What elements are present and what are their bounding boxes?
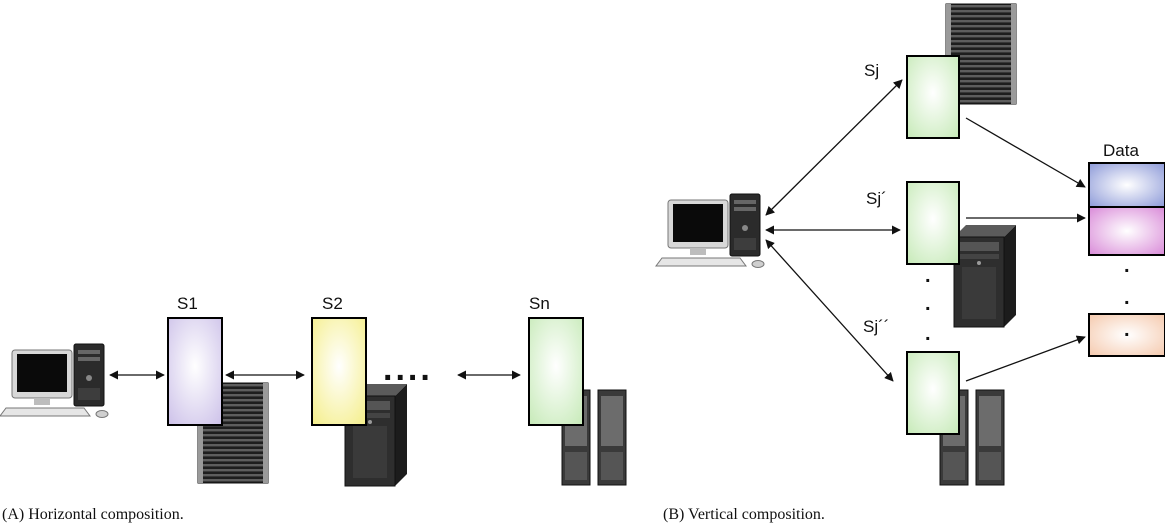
service-box-sn (528, 317, 584, 426)
service-label-sj-double-prime: Sj´´ (863, 317, 889, 336)
data-block-1 (1088, 162, 1165, 208)
service-label-s2: S2 (322, 294, 343, 313)
service-box-sj-prime (906, 181, 960, 265)
data-block-3 (1088, 313, 1165, 357)
ellipsis: .... (383, 350, 433, 388)
panel-horizontal: S1 S2 .... Sn (A) Horizontal composition… (0, 294, 627, 523)
data-title: Data (1103, 141, 1139, 160)
vertical-dot: . (1124, 255, 1130, 277)
service-label-sj-prime: Sj´ (866, 189, 887, 208)
arrow-sj-double-prime-data (965, 335, 1086, 382)
service-box-s2 (311, 317, 367, 426)
caption-b: (B) Vertical composition. (663, 506, 825, 523)
data-block-2 (1088, 206, 1165, 256)
service-box-sj-double-prime (906, 351, 960, 435)
service-label-sn: Sn (529, 294, 550, 313)
caption-a: (A) Horizontal composition. (2, 506, 184, 523)
arrow-client-sj (765, 79, 903, 216)
service-label-sj: Sj (864, 61, 879, 80)
vertical-dot: . (925, 265, 931, 287)
service-box-s1 (167, 317, 223, 426)
arrow-sj-data (965, 117, 1086, 188)
desktop-computer-icon (655, 193, 765, 268)
vertical-dot: . (1124, 287, 1130, 309)
vertical-dot: . (925, 293, 931, 315)
vertical-dot: . (925, 323, 931, 345)
arrow-client-sj-double-prime (765, 239, 894, 382)
desktop-computer-icon (0, 343, 109, 418)
service-box-sj (906, 55, 960, 139)
panel-vertical: Sj Sj´ . . . Sj´´ Data . . . (B) Vertica… (655, 3, 1165, 523)
vertical-dot: . (1124, 319, 1130, 341)
service-label-s1: S1 (177, 294, 198, 313)
tower-server-icon (953, 224, 1017, 328)
